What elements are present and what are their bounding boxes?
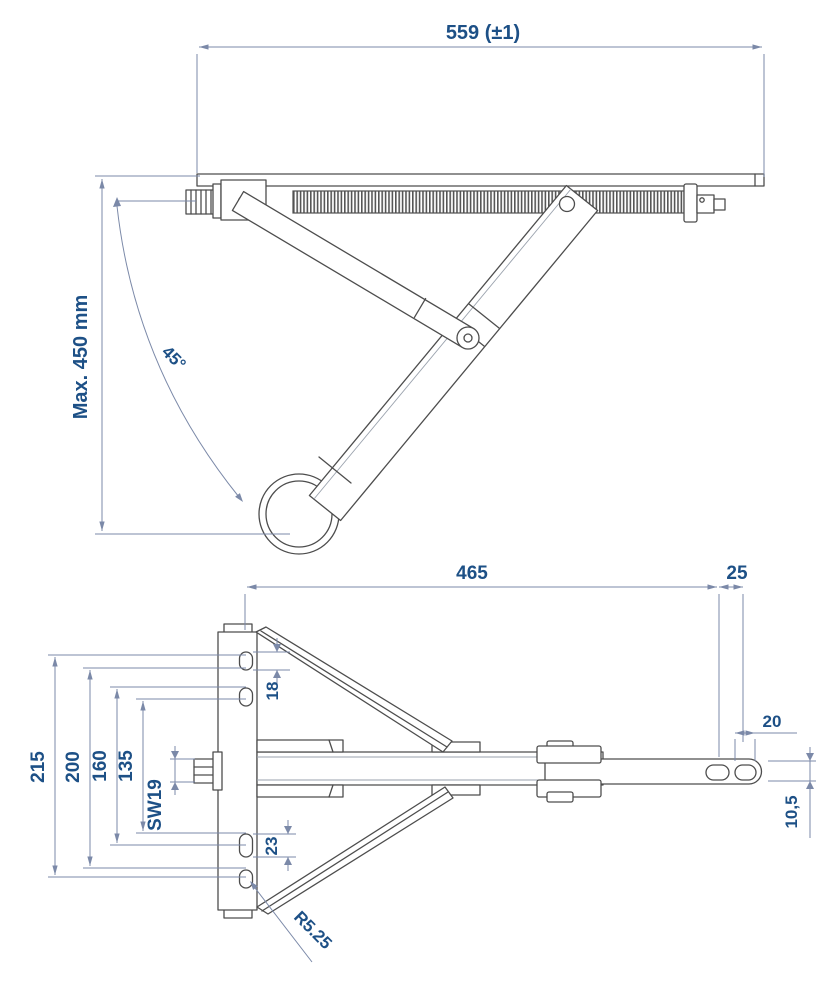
dim-end-slot-width: 10,5 [768,747,816,838]
arm-slot-2 [734,764,757,781]
dim-beam-length: 465 [244,563,720,757]
dim-end-slot-length-label: 20 [763,712,782,731]
spindle-spring [292,190,685,214]
mount-slot-4 [238,869,254,889]
crank-drive-end [683,183,726,223]
arm-slot-1 [705,764,730,781]
knee-pin [463,333,473,343]
dim-span-215-label: 215 [28,751,49,783]
dim-overall-width: 559 (±1) [196,22,765,177]
dim-mount-spans: 215 200 160 135 [28,654,246,878]
dim-span-200-label: 200 [63,751,84,783]
dim-overall-width-label: 559 (±1) [446,22,520,44]
mount-slot-2 [238,687,254,707]
dim-swing-angle: 45° [113,197,243,502]
dim-swing-angle-label: 45° [158,342,190,374]
dim-bottom-slot-length: 23 [253,820,296,871]
top-view: 559 (±1) Max. 450 mm 45° [70,22,765,555]
dim-end-slot-length: 20 [734,712,797,761]
dim-end-slot-offset: 25 [718,563,748,742]
dim-span-135-label: 135 [116,750,137,782]
crank-hex-shaft [193,751,223,791]
chassis-plate [196,173,765,187]
stabilizer-leg [308,184,599,522]
dim-top-slot-length-label: 18 [263,682,282,701]
dim-top-slot-length: 18 [253,638,290,700]
dim-beam-length-label: 465 [456,563,488,584]
dim-end-slot-offset-label: 25 [726,563,748,584]
spindle-nut-pivot [558,195,576,213]
dim-crank-hex-label: SW19 [145,779,166,831]
link-arm [231,190,480,350]
dim-max-height-label: Max. 450 mm [70,295,92,420]
dim-span-160-label: 160 [90,750,111,782]
mount-slot-1 [238,651,254,671]
v-braces [255,626,454,915]
dim-end-slot-width-label: 10,5 [782,795,801,828]
dim-crank-hex: SW19 [145,746,195,831]
shaft-flange [212,183,222,219]
hinge-clamps [536,740,602,803]
mounting-plate [217,623,258,919]
swing-arm [544,758,763,785]
bottom-view: 465 25 20 10,5 [28,563,816,963]
dim-slot-radius-label: R5.25 [290,907,336,953]
dim-max-height: Max. 450 mm [70,175,290,535]
dim-bottom-slot-length-label: 23 [262,837,281,856]
